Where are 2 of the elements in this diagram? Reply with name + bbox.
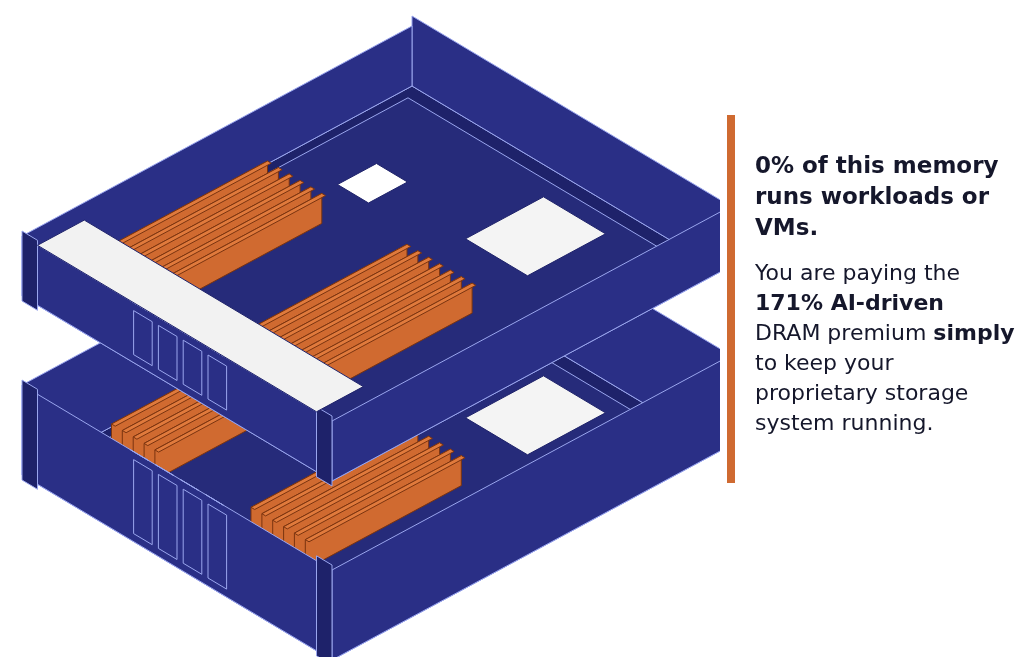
- body-text: You are paying the 171% AI-driven DRAM premium simply to keep your proprietary storage system running.: [755, 259, 1015, 437]
- heading: 0% of this memory runs workloads or VMs.: [755, 151, 1000, 242]
